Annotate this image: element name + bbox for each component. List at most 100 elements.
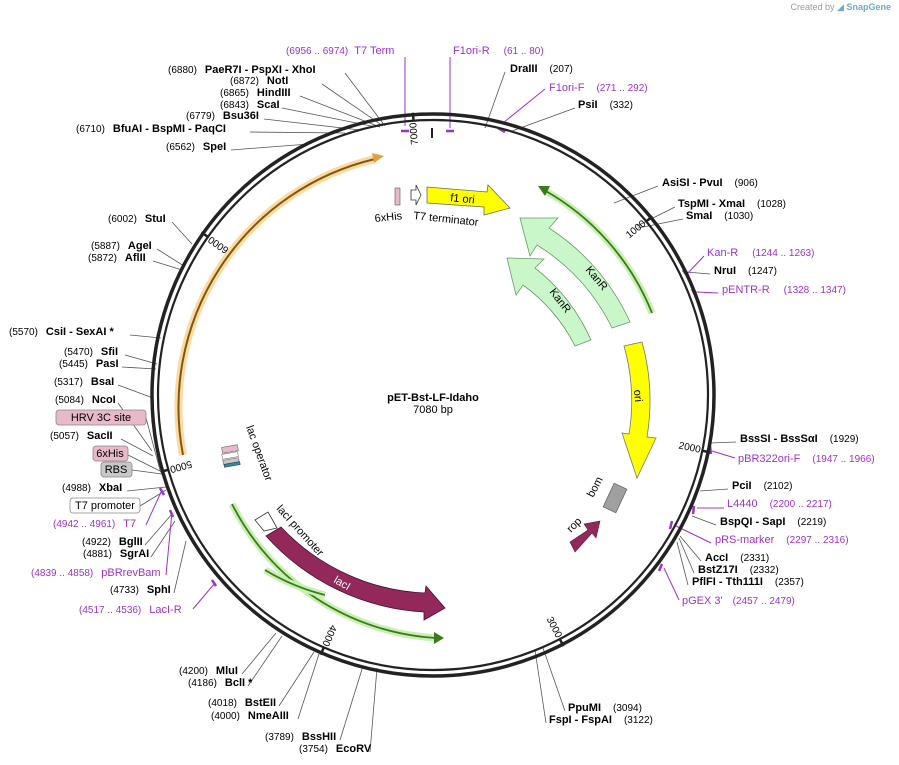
site-ncoi-pos: (5084) [55,395,84,406]
site-acci-pos: (2331) [740,553,769,564]
site-xbai-pos: (4988) [62,483,91,494]
kanr-orf-arc-core [543,189,653,314]
site-sgrai[interactable]: (4881)SgrAI [83,548,149,560]
site-bstz17i[interactable]: BstZ17I(2332) [698,564,779,576]
site-paer7i-name: PaeR7I - PspXI - XhoI [205,64,316,76]
site-bfuai[interactable]: (6710) BfuAI - BspMI - PaqCI [76,123,226,135]
rop-label: rop [565,515,585,535]
plasmid-name: pET-Bst-LF-Idaho [387,392,479,404]
snapgene-logo-icon: ◢ [837,2,844,12]
site-acci-name: AccI [705,552,728,564]
site-sfii-pos: (5470) [64,347,93,358]
lac-operator-label: lac operator [243,424,274,483]
primer-t7term[interactable]: (6956 .. 6974)T7 Term [286,45,394,57]
site-bspqi[interactable]: BspQI - SapI(2219) [720,516,826,528]
site-pflfi[interactable]: PflFI - Tth111I(2357) [692,576,804,588]
site-paer7i[interactable]: (6880)PaeR7I - PspXI - XhoI [168,64,316,76]
site-mlui-pos: (4200) [179,666,208,677]
hrv3c-box[interactable] [55,409,147,426]
site-mlui[interactable]: (4200)MluI [179,665,238,677]
site-draiii[interactable]: DraIII(207) [510,63,573,75]
site-asisi[interactable]: AsiSI - PvuI(906) [662,177,758,189]
primer-pentrr[interactable]: pENTR-R(1328 .. 1347) [722,284,846,296]
site-sfii[interactable]: (5470)SfiI [64,346,118,358]
site-draiii-pos: (207) [550,64,573,75]
primer-pgex3[interactable]: pGEX 3'(2457 .. 2479) [682,595,795,607]
site-noti-name: NotI [267,75,288,87]
site-smai-pos: (1030) [724,211,753,222]
site-bsai[interactable]: (5317)BsaI [54,376,114,388]
site-spei[interactable]: (6562)SpeI [166,141,226,153]
site-bfuai-name: BfuAI - BspMI - PaqCI [113,123,226,135]
site-afliii-pos: (5872) [88,253,117,264]
site-bglii[interactable]: (4922)BglII [82,536,143,548]
site-ncoi[interactable]: (5084)NcoI [55,394,116,406]
site-bsteii[interactable]: (4018)BstEII [208,697,276,709]
site-agei-pos: (5887) [91,241,120,252]
plasmid-length: 7080 bp [413,404,453,416]
bom-box [602,482,628,514]
laci-orf-arc-outer-core [231,503,437,639]
site-xbai[interactable]: (4988)XbaI [62,482,122,494]
primer-kanr[interactable]: Kan-R(1244 .. 1263) [707,247,814,259]
orange-feature-arc-core [177,158,376,456]
site-hindiii[interactable]: (6865)HindIII [220,87,291,99]
tick-mark-3000 [558,638,565,647]
restriction-site-labels: (6880)PaeR7I - PspXI - XhoI(6872)NotI(68… [9,63,859,755]
promoter-cluster [221,444,241,468]
primer-prsmarker[interactable]: pRS-marker(2297 .. 2316) [715,534,849,546]
primer-t7[interactable]: (4942 .. 4961)T7 [53,518,136,530]
t7promoter-box[interactable] [69,497,141,514]
site-noti[interactable]: (6872)NotI [230,75,288,87]
primer-pbr322[interactable]: pBR322ori-F(1947 .. 1966) [738,453,875,465]
site-csii[interactable]: (5570)CsiI - SexAI * [9,326,114,338]
site-bfuai-pos: (6710) [76,124,105,135]
site-scai[interactable]: (6843)ScaI [220,99,280,111]
site-bsu36i-name: Bsu36I [223,110,259,122]
sixhis-box[interactable] [92,445,129,462]
site-bglii-name: BglII [119,536,143,548]
site-nrui[interactable]: NruI(1247) [714,265,777,277]
site-pasi[interactable]: (5445)PasI [59,358,119,370]
primer-f1orir[interactable]: F1ori-R(61 .. 80) [453,45,544,57]
site-acci[interactable]: AccI (2331) [705,552,769,564]
tick-label-4000: 4000 [319,623,338,648]
site-sgrai-pos: (4881) [83,549,112,560]
primer-f1orif[interactable]: F1ori-F(271 .. 292) [549,82,648,94]
site-sacii[interactable]: (5057)SacII [50,430,113,442]
site-sphi[interactable]: (4733)SphI [110,584,171,596]
site-bcli-pos: (4186) [188,678,217,689]
tick-mark-7000 [411,112,415,121]
site-pcii[interactable]: PciI(2102) [732,480,792,492]
snapgene-credit: Created by ◢ SnapGene [791,2,892,13]
primer-lacir[interactable]: (4517 .. 4536)LacI-R [79,604,182,616]
rop-arrow [569,520,601,553]
site-pcii-pos: (2102) [764,481,793,492]
site-nmeaiii[interactable]: (4000)NmeAIII [211,710,289,722]
site-bsteii-pos: (4018) [208,698,237,709]
site-stui[interactable]: (6002)StuI [108,213,166,225]
primer-pbrrevbam[interactable]: (4839 .. 4858)pBRrevBam [31,567,161,579]
site-stui-pos: (6002) [108,214,137,225]
site-fspi[interactable]: FspI - FspAI(3122) [549,714,653,726]
site-tspmi[interactable]: TspMI - XmaI(1028) [678,198,786,210]
tick-mark-4000 [319,646,325,656]
primer-l4440[interactable]: L4440(2200 .. 2217) [727,498,832,510]
site-bsu36i[interactable]: (6779)Bsu36I [186,110,259,122]
ori-label: ori [631,389,644,402]
site-ppumi[interactable]: PpuMI(3094) [568,702,642,714]
site-ecorv[interactable]: (3754)EcoRV [299,743,372,755]
site-afliii[interactable]: (5872)AflII [88,252,146,264]
site-bcli[interactable]: (4186) BclI * [188,677,253,689]
site-agei[interactable]: (5887)AgeI [91,240,152,252]
site-csii-pos: (5570) [9,327,38,338]
site-smai[interactable]: SmaI (1030) [686,210,753,222]
site-smai-name: SmaI [686,210,712,222]
site-bcli-name: BclI * [225,677,253,689]
site-bsshii[interactable]: (3789)BssHII [265,731,336,743]
laci-orf-arc-inner-core [264,569,326,596]
rbs-box[interactable] [100,461,133,478]
site-bsssi[interactable]: BssSI - BssSαI(1929) [740,433,859,445]
site-psii[interactable]: PsiI(332) [578,99,633,111]
site-ppumi-pos: (3094) [613,703,642,714]
